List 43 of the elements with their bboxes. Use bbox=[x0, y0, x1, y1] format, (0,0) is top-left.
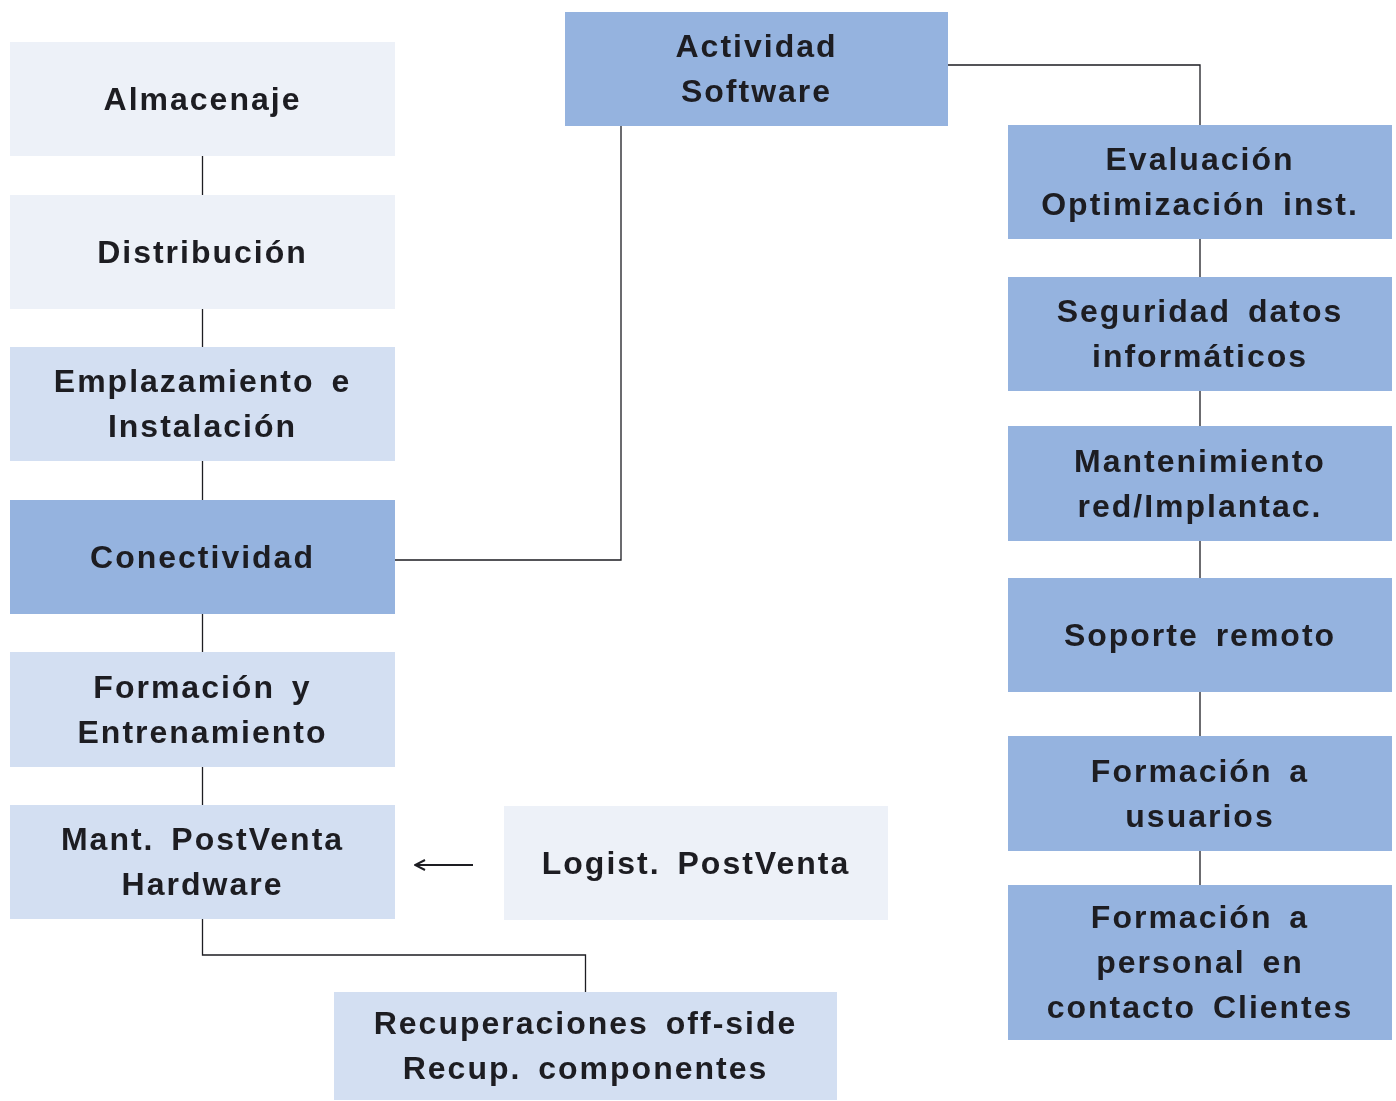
box-label: Distribución bbox=[97, 232, 308, 272]
box-label: Formación y Entrenamiento bbox=[76, 667, 329, 752]
connector-line bbox=[201, 308, 204, 348]
box-label: Emplazamiento e Instalación bbox=[52, 362, 353, 446]
process-box bbox=[1008, 125, 1392, 239]
box-label: Mantenimiento red/Implantac. bbox=[1073, 441, 1327, 526]
process-box bbox=[10, 805, 395, 919]
box-label: Seguridad datos informáticos bbox=[1055, 292, 1345, 376]
process-box bbox=[10, 500, 395, 614]
process-box bbox=[10, 195, 395, 309]
process-box bbox=[565, 12, 948, 126]
connector-line bbox=[1199, 850, 1201, 886]
connector-line bbox=[1199, 238, 1201, 278]
process-box bbox=[1008, 277, 1392, 391]
process-box bbox=[1008, 426, 1392, 541]
process-box bbox=[10, 652, 395, 767]
box-label: Actividad Software bbox=[674, 27, 839, 111]
box-label: Conectividad bbox=[90, 537, 315, 577]
connector-line bbox=[201, 918, 587, 993]
connector-line bbox=[201, 766, 204, 806]
process-box bbox=[1008, 578, 1392, 692]
process-box bbox=[1008, 736, 1392, 851]
connector-line bbox=[201, 613, 204, 653]
box-label: Soporte remoto bbox=[1063, 615, 1337, 655]
process-box bbox=[10, 347, 395, 461]
process-box bbox=[334, 992, 837, 1100]
connector-line bbox=[201, 155, 204, 196]
box-label: Formación a personal en contacto Clientes bbox=[1045, 898, 1355, 1027]
process-box bbox=[1008, 885, 1392, 1040]
connector-line bbox=[394, 125, 622, 561]
process-box bbox=[10, 42, 395, 156]
connector-line bbox=[947, 64, 1201, 126]
box-label: Logist. PostVenta bbox=[541, 843, 851, 883]
box-label: Formación a usuarios bbox=[1089, 751, 1311, 836]
box-label: Mant. PostVenta Hardware bbox=[59, 820, 346, 904]
connector-line bbox=[1199, 540, 1201, 579]
box-label: Evaluación Optimización inst. bbox=[1040, 140, 1360, 224]
connector-line bbox=[201, 460, 204, 501]
connector-line bbox=[1199, 390, 1201, 427]
connector-line bbox=[1199, 691, 1201, 737]
arrow bbox=[414, 859, 473, 871]
box-label: Almacenaje bbox=[103, 79, 302, 119]
box-label: Recuperaciones off-side Recup. componentes bbox=[372, 1004, 799, 1088]
